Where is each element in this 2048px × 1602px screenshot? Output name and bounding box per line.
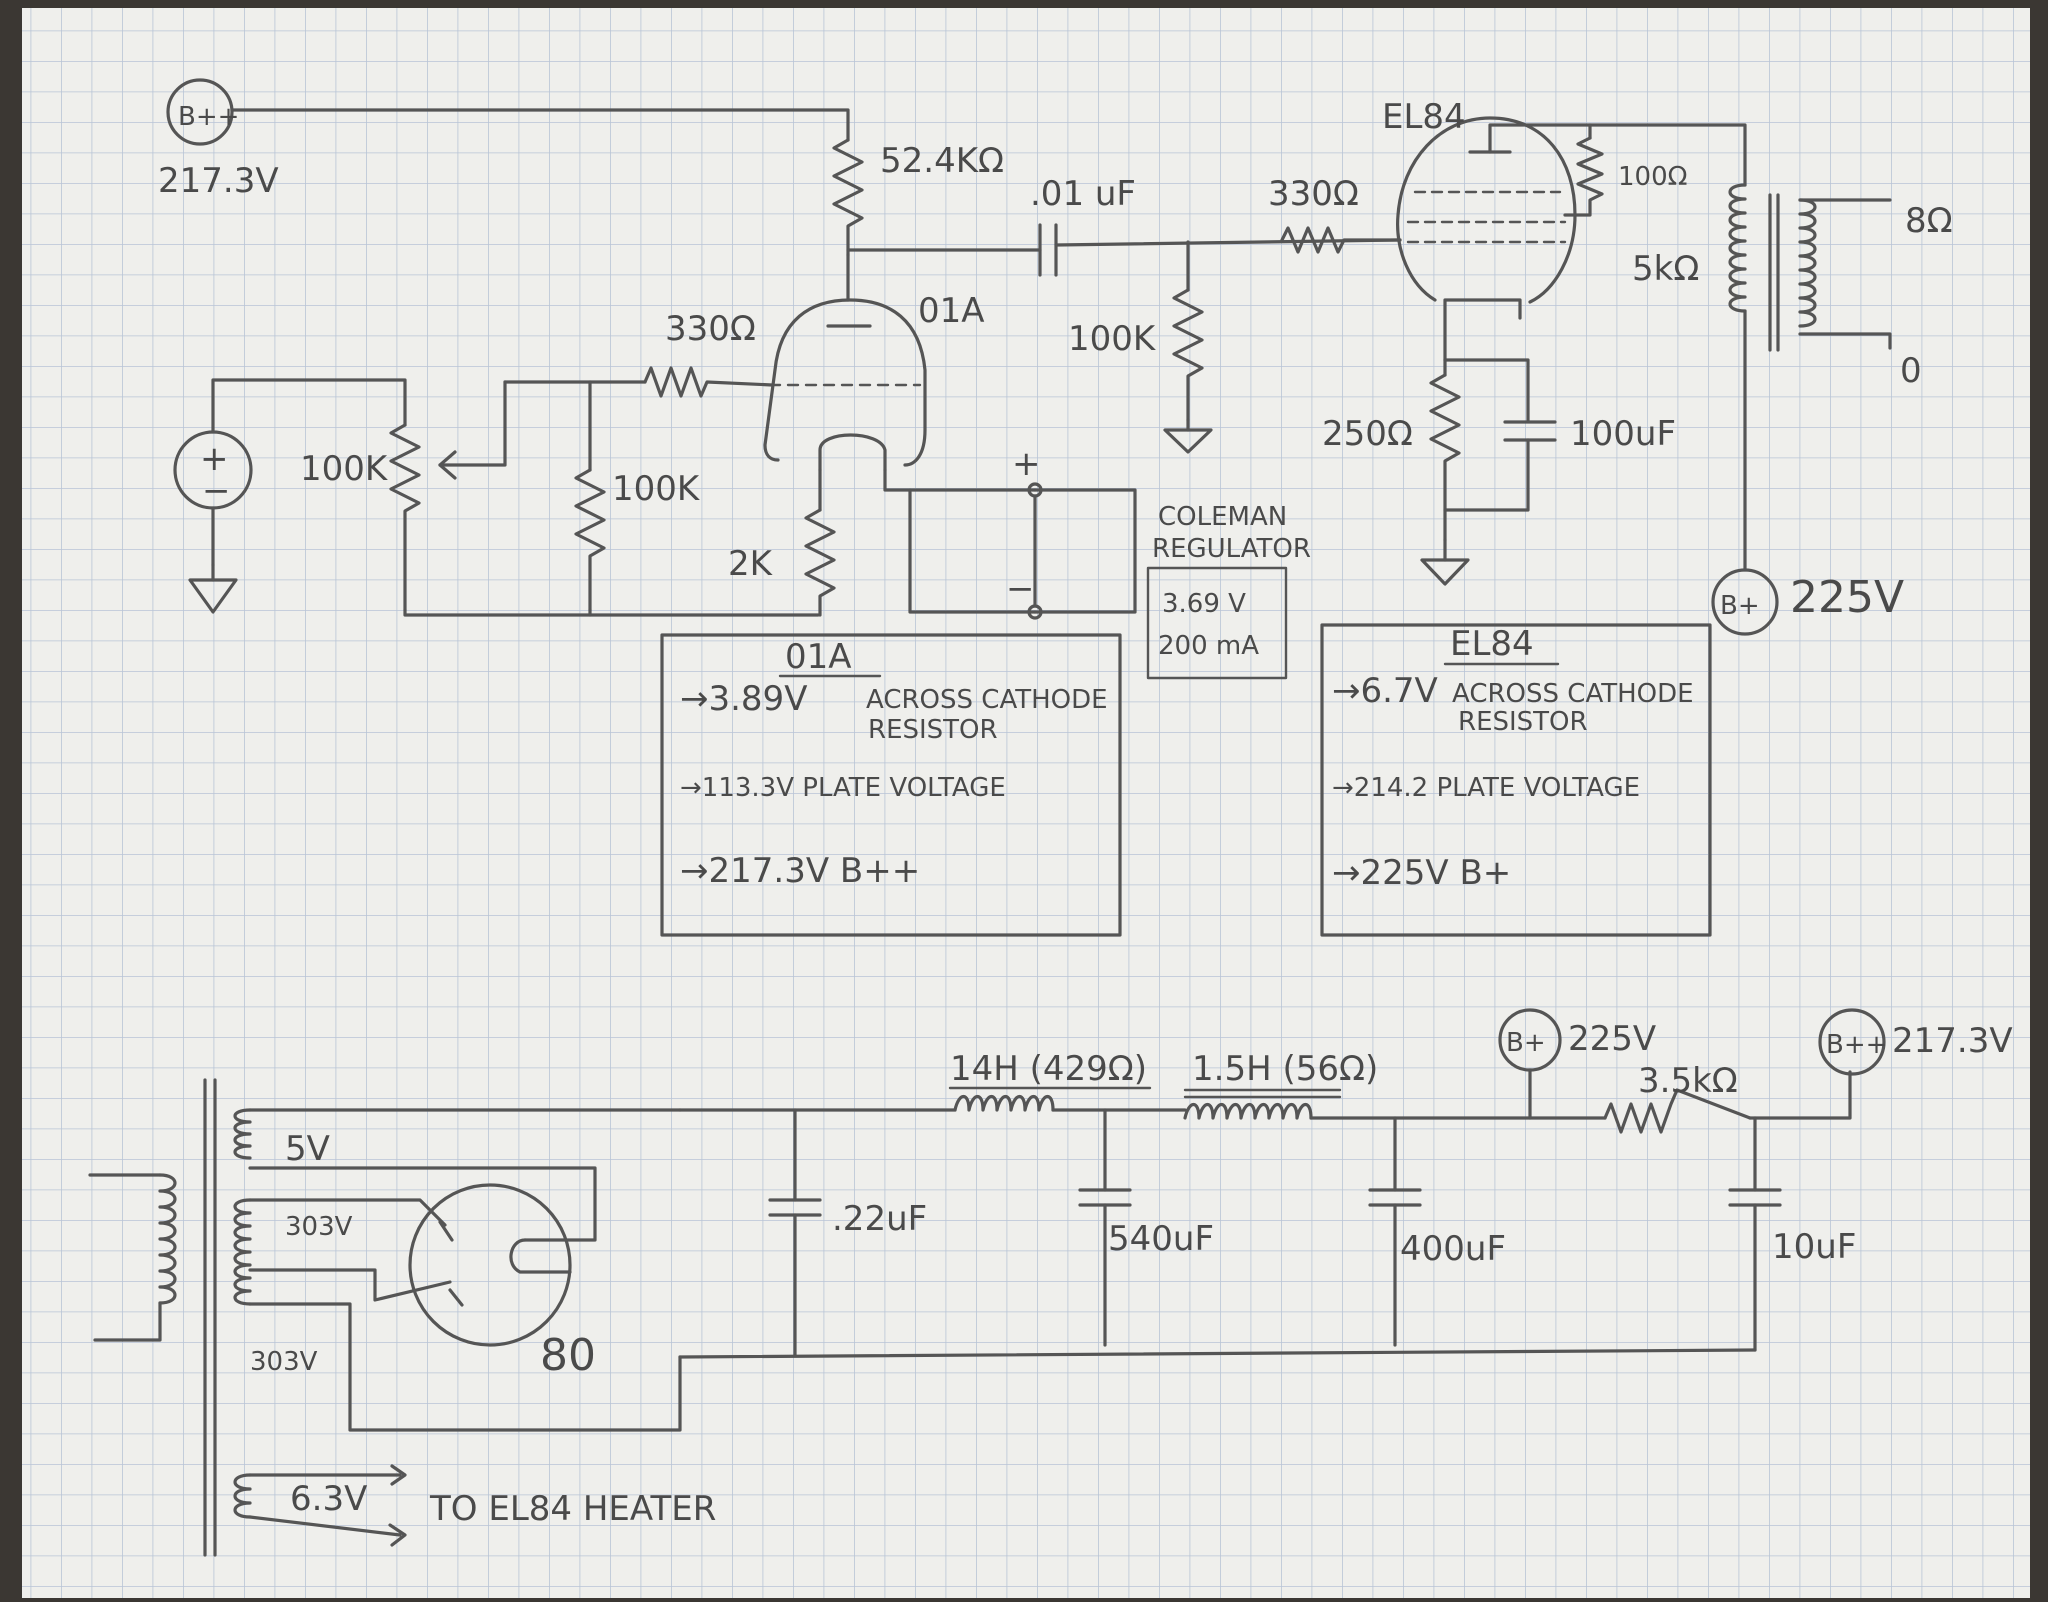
note-01a-line1b: ACROSS CATHODE bbox=[866, 685, 1108, 715]
psu-bp-voltage: 225V bbox=[1568, 1019, 1656, 1059]
potentiometer-100k bbox=[389, 423, 421, 612]
capacitor-400uf-label: 400uF bbox=[1400, 1229, 1506, 1269]
capacitor-10uf-label: 10uF bbox=[1772, 1227, 1856, 1267]
tube-01a-label: 01A bbox=[918, 291, 985, 331]
regulator-current: 200 mA bbox=[1158, 631, 1259, 661]
note-01a-title: 01A bbox=[785, 637, 852, 677]
heater-voltage-label: 6.3V bbox=[290, 1479, 367, 1519]
choke-14h bbox=[953, 1094, 1055, 1112]
battery-plus: + bbox=[200, 439, 229, 479]
bp-node-circle bbox=[1711, 568, 1779, 636]
resistor-grid-el84-label: 330Ω bbox=[1268, 174, 1359, 214]
resistor-grid-leak bbox=[1172, 288, 1204, 422]
tube-el84 bbox=[1396, 116, 1577, 304]
note-01a-line1c: RESISTOR bbox=[868, 715, 998, 745]
rectifier-tube-80 bbox=[408, 1183, 572, 1347]
resistor-grid-01a-label: 330Ω bbox=[665, 309, 756, 349]
resistor-bias-label: 100K bbox=[612, 469, 701, 509]
capacitor-coupling bbox=[1038, 223, 1058, 277]
psu-bp-tag: B+ bbox=[1506, 1028, 1546, 1058]
power-stage: 330Ω EL84 100Ω 5kΩ 8Ω 0 250Ω 100uF bbox=[1268, 97, 1953, 636]
choke-14h-label: 14H (429Ω) bbox=[950, 1049, 1147, 1089]
regulator-plus: + bbox=[1012, 444, 1041, 484]
power-supply: 5V 303V 303V 80 14H (429Ω) 1.5H (56Ω) B+… bbox=[88, 1008, 2013, 1557]
note-el84-line1b: ACROSS CATHODE bbox=[1452, 679, 1694, 709]
battery-minus: − bbox=[202, 471, 231, 511]
resistor-cathode-el84 bbox=[1429, 373, 1461, 542]
note-el84-title: EL84 bbox=[1450, 624, 1534, 664]
resistor-cathode-01a bbox=[804, 508, 836, 617]
psu-bpp-node-circle bbox=[1818, 1008, 1886, 1076]
output-transformer-primary bbox=[1728, 183, 1747, 313]
resistor-grid-01a bbox=[643, 366, 774, 398]
bpp-tag-label: B++ bbox=[178, 102, 239, 132]
resistor-cathode-01a-label: 2K bbox=[728, 544, 774, 584]
resistor-grid-el84 bbox=[1280, 226, 1402, 254]
psu-bpp-tag: B++ bbox=[1826, 1030, 1887, 1060]
potentiometer-label: 100K bbox=[300, 449, 389, 489]
capacitor-cathode-el84-label: 100uF bbox=[1570, 414, 1676, 454]
winding-303-top-label: 303V bbox=[285, 1212, 353, 1242]
transformer-secondary-zero: 0 bbox=[1900, 351, 1922, 391]
bpp-node-circle bbox=[166, 78, 234, 146]
capacitor-540uf-label: 540uF bbox=[1108, 1219, 1214, 1259]
note-box-01a: 01A →3.89V ACROSS CATHODE RESISTOR →113.… bbox=[660, 633, 1122, 937]
note-el84-line1a: →6.7V bbox=[1332, 671, 1438, 711]
power-transformer-primary bbox=[158, 1173, 177, 1305]
psu-bpp-voltage: 217.3V bbox=[1892, 1021, 2013, 1061]
transformer-primary-label: 5kΩ bbox=[1632, 249, 1699, 289]
note-box-el84: EL84 →6.7V ACROSS CATHODE RESISTOR →214.… bbox=[1320, 623, 1712, 937]
note-el84-line1c: RESISTOR bbox=[1458, 707, 1588, 737]
tube-01a bbox=[763, 298, 927, 467]
resistor-dropping-label: 3.5kΩ bbox=[1638, 1061, 1738, 1101]
resistor-grid-leak-label: 100K bbox=[1068, 319, 1157, 359]
winding-heater bbox=[233, 1473, 252, 1519]
tube-el84-label: EL84 bbox=[1382, 97, 1466, 137]
heater-note: TO EL84 HEATER bbox=[429, 1489, 716, 1529]
regulator-name-line2: REGULATOR bbox=[1152, 534, 1311, 564]
preamp-stage: B++ 217.3V 52.4KΩ .01 uF 01A 330Ω + − bbox=[158, 78, 1402, 680]
note-el84-line3: →225V B+ bbox=[1332, 853, 1511, 893]
rectifier-label: 80 bbox=[540, 1330, 596, 1381]
output-transformer-secondary bbox=[1798, 198, 1817, 328]
capacitor-0-22uf-label: .22uF bbox=[832, 1199, 927, 1239]
bp-voltage-label: 225V bbox=[1790, 572, 1904, 623]
capacitor-cathode-el84 bbox=[1503, 420, 1557, 442]
winding-5v-label: 5V bbox=[285, 1129, 330, 1169]
note-el84-line2: →214.2 PLATE VOLTAGE bbox=[1332, 773, 1640, 803]
resistor-plate-01a bbox=[832, 138, 864, 257]
regulator-minus: − bbox=[1006, 569, 1035, 609]
resistor-screen-label: 100Ω bbox=[1618, 162, 1688, 192]
transformer-secondary-label: 8Ω bbox=[1905, 201, 1953, 241]
resistor-plate-label: 52.4KΩ bbox=[880, 141, 1004, 181]
regulator-voltage: 3.69 V bbox=[1162, 589, 1246, 619]
resistor-bias-100k bbox=[574, 468, 606, 612]
capacitor-coupling-label: .01 uF bbox=[1030, 174, 1136, 214]
resistor-dropping-3-5k bbox=[1603, 1088, 1752, 1134]
bpp-voltage-label: 217.3V bbox=[158, 161, 279, 201]
resistor-cathode-el84-label: 250Ω bbox=[1322, 414, 1413, 454]
winding-hv bbox=[233, 1198, 252, 1306]
psu-bp-node-circle bbox=[1498, 1008, 1562, 1072]
winding-5v bbox=[233, 1108, 252, 1160]
winding-303-bottom-label: 303V bbox=[250, 1347, 318, 1377]
choke-1-5h bbox=[1183, 1102, 1313, 1120]
note-01a-line3: →217.3V B++ bbox=[680, 851, 920, 891]
choke-1-5h-label: 1.5H (56Ω) bbox=[1192, 1049, 1378, 1089]
regulator-spec-box bbox=[1146, 566, 1288, 680]
bp-tag-label: B+ bbox=[1720, 591, 1760, 621]
note-01a-line1a: →3.89V bbox=[680, 679, 807, 719]
resistor-screen bbox=[1563, 136, 1604, 217]
regulator-name-line1: COLEMAN bbox=[1158, 502, 1287, 532]
note-01a-line2: →113.3V PLATE VOLTAGE bbox=[680, 773, 1006, 803]
